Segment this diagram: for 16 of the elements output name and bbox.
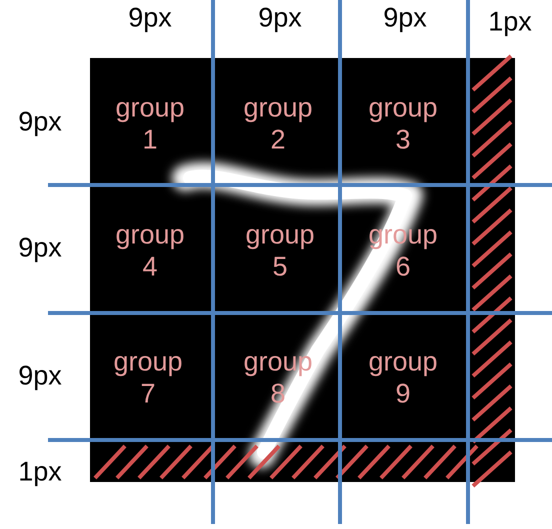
group-label: group 3: [367, 92, 439, 156]
dimension-label: 9px: [128, 2, 172, 34]
dimension-label: 9px: [18, 360, 62, 392]
group-label: group 9: [367, 346, 439, 410]
dimension-label: 9px: [258, 2, 302, 34]
dimension-label: 1px: [488, 6, 532, 38]
group-label: group 7: [112, 346, 184, 410]
group-label: group 2: [242, 92, 314, 156]
group-label: group 6: [367, 218, 439, 284]
group-label: group 1: [114, 92, 186, 156]
dimension-label: 1px: [18, 456, 62, 488]
dimension-label: 9px: [383, 2, 427, 34]
dimension-label: 9px: [18, 106, 62, 138]
group-label: group 5: [244, 218, 316, 284]
group-label: group 4: [114, 218, 186, 284]
dimension-label: 9px: [18, 232, 62, 264]
